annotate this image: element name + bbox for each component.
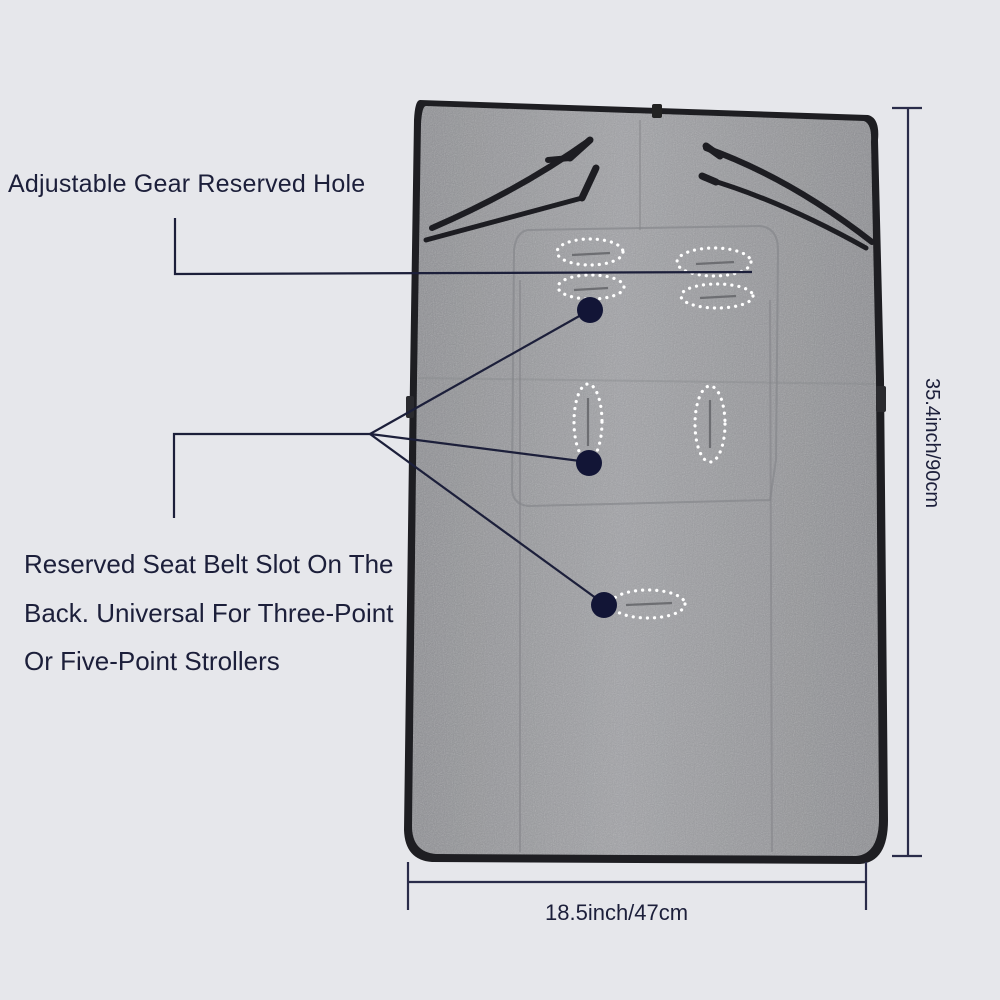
callout-dot-top — [577, 297, 603, 323]
drawstring-straps — [423, 136, 875, 251]
gear-hole-right-lower — [679, 282, 755, 310]
length-dimension-label: 35.4inch/90cm — [921, 378, 943, 509]
zipper-pull — [406, 396, 414, 418]
width-dimension-label: 18.5inch/47cm — [545, 900, 689, 925]
seat-belt-slot-annotation: Reserved Seat Belt Slot On The Back. Uni… — [24, 549, 394, 676]
width-dimension-line — [406, 862, 868, 910]
liner-fabric — [412, 106, 879, 856]
gear-hole-right-upper — [675, 246, 753, 278]
zipper-pull — [876, 386, 886, 412]
callout-dot-bottom — [591, 592, 617, 618]
belt-slot-right — [693, 384, 727, 464]
gear-hole-callout — [173, 218, 753, 276]
callout-dot-middle — [576, 450, 602, 476]
length-dimension-line — [892, 106, 922, 858]
belt-slot-callout — [172, 309, 605, 605]
gear-hole-left-upper — [555, 237, 625, 267]
slot-openings — [571, 251, 737, 607]
zipper-tab — [652, 104, 662, 118]
quilt-seam — [417, 377, 877, 385]
quilt-seam — [769, 299, 773, 853]
stroller-liner — [404, 100, 888, 864]
gear-hole-annotation: Adjustable Gear Reserved Hole — [8, 170, 366, 198]
